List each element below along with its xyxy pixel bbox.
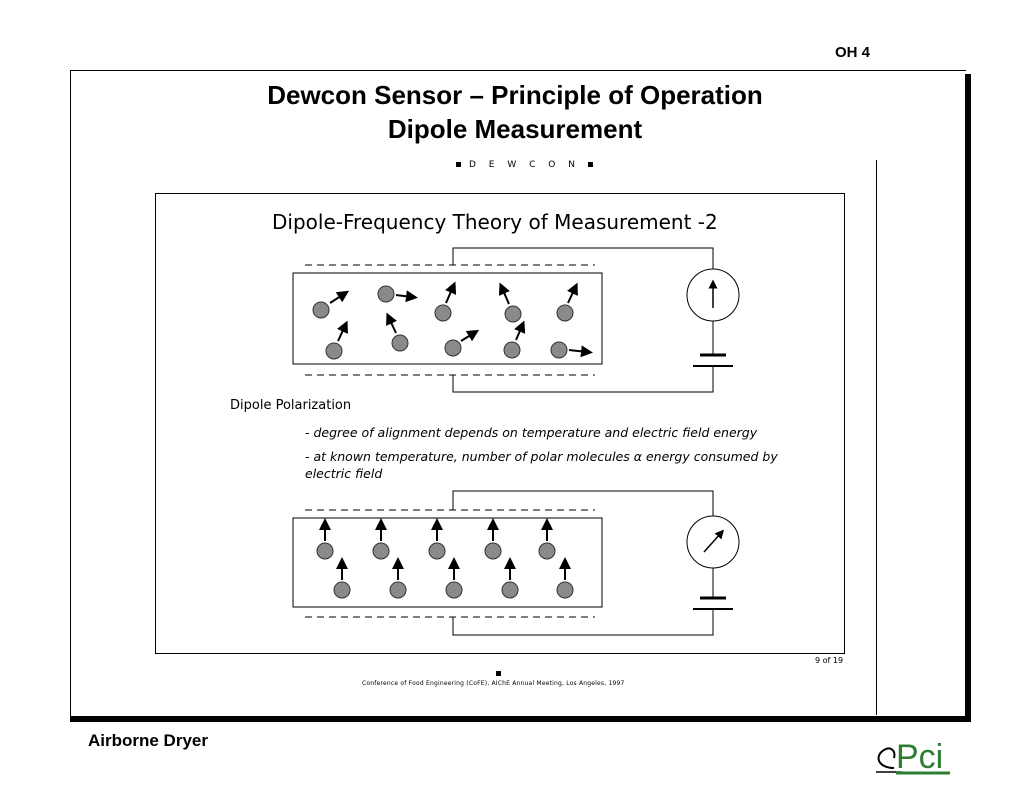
dielectric-box: [292, 517, 603, 608]
brand-tag-text: D E W C O N: [469, 160, 580, 170]
diagram-title: Dipole-Frequency Theory of Measurement -…: [272, 210, 718, 234]
bullet-alignment: - degree of alignment depends on tempera…: [305, 425, 758, 440]
molecule: [556, 557, 574, 599]
molecule: [445, 557, 463, 599]
meter-needle: [703, 529, 725, 553]
circuit-wire: [452, 490, 714, 636]
frame-shadow-bottom: [70, 716, 971, 722]
molecule: [444, 329, 480, 357]
footer-text: Airborne Dryer: [88, 731, 208, 750]
title-line-1: Dewcon Sensor – Principle of Operation: [267, 80, 763, 110]
molecule: [377, 285, 418, 303]
random-dipole-panel: [292, 247, 740, 393]
square-bullet-icon: [496, 671, 501, 676]
molecule: [484, 518, 502, 560]
molecule: [503, 320, 526, 359]
pci-logo: Pci: [872, 728, 954, 781]
molecule: [434, 281, 457, 322]
molecule: [312, 290, 350, 319]
page-title: Dewcon Sensor – Principle of Operation D…: [70, 78, 960, 146]
bullet-polar-molecules: - at known temperature, number of polar …: [305, 449, 778, 481]
molecule: [550, 341, 593, 359]
section-heading: Dipole Polarization: [230, 398, 352, 413]
molecule: [538, 518, 556, 560]
dielectric-box: [292, 272, 603, 365]
molecule: [501, 557, 519, 599]
molecule: [556, 282, 578, 322]
square-bullet-icon: [456, 162, 461, 167]
vertical-rule: [876, 160, 877, 715]
pci-logo-icon: Pci: [876, 738, 950, 776]
slide-frame: [70, 70, 966, 716]
frame-shadow-right: [965, 74, 971, 722]
molecule: [386, 312, 409, 352]
molecule: [325, 320, 348, 360]
molecule: [498, 282, 522, 323]
molecule: [389, 557, 407, 599]
molecule: [316, 518, 334, 560]
logo-text: Pci: [896, 738, 943, 776]
embedded-slide: [155, 193, 845, 654]
conference-footnote: Conference of Food Engineering (CoFE), A…: [362, 680, 625, 687]
circuit-wire: [452, 247, 714, 393]
molecule: [428, 518, 446, 560]
molecule: [372, 518, 390, 560]
page-number: 9 of 19: [815, 656, 844, 665]
molecule: [333, 557, 351, 599]
square-bullet-icon: [587, 162, 593, 167]
title-line-2: Dipole Measurement: [387, 114, 643, 144]
page-label: OH 4: [834, 44, 870, 61]
brand-tag: D E W C O N: [448, 160, 601, 170]
aligned-dipole-panel: [292, 490, 740, 636]
